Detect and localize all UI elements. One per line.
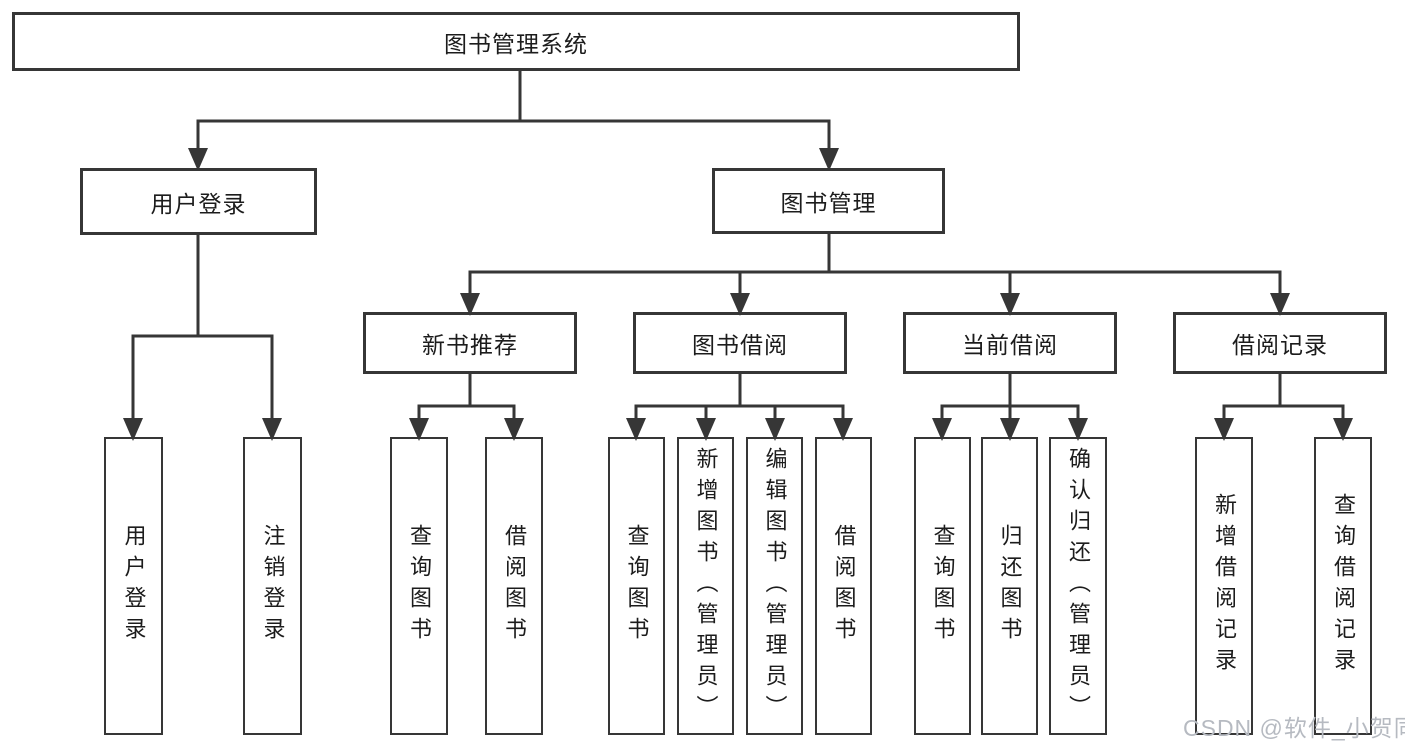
connector-book-management-to-level3 [460,234,1290,316]
node-label: 图书管理系统 [444,30,588,57]
leaf-label: 注销登录 [260,524,286,648]
leaf-label: 借阅图书 [831,524,857,648]
node-label: 新书推荐 [422,332,518,358]
leaf-cb-confirm-return-admin: 确认归还（管理员） [1049,437,1107,735]
leaf-bb-add-books-admin: 新增图书（管理员） [677,437,734,735]
leaf-bb-borrow-books: 借阅图书 [815,437,872,735]
connector-current-borrowing-to-leaves [932,374,1088,441]
leaf-label: 新增图书（管理员） [693,446,719,726]
leaf-nb-query-books: 查询图书 [390,437,448,735]
node-label: 借阅记录 [1232,332,1328,358]
node-user-login: 用户登录 [80,168,317,235]
connector-borrowing-records-to-leaves [1214,374,1353,441]
node-label: 图书借阅 [692,332,788,358]
leaf-cb-query-books: 查询图书 [914,437,971,735]
node-current-borrowing: 当前借阅 [903,312,1117,374]
leaf-label: 查询图书 [624,524,650,648]
connector-user-login-to-leaves [123,235,282,441]
leaf-label: 借阅图书 [502,524,527,648]
leaf-user-login: 用户登录 [104,437,163,735]
leaf-label: 确认归还（管理员） [1066,446,1091,726]
leaf-label: 查询借阅记录 [1331,493,1356,679]
leaf-bb-edit-books-admin: 编辑图书（管理员） [746,437,803,735]
node-label: 用户登录 [150,190,247,217]
leaf-br-query-record: 查询借阅记录 [1314,437,1372,735]
leaf-br-add-record: 新增借阅记录 [1195,437,1253,735]
node-book-management: 图书管理 [712,168,945,234]
connector-book-borrowing-to-leaves [626,374,853,441]
leaf-label: 新增借阅记录 [1212,493,1237,679]
node-book-borrowing: 图书借阅 [633,312,847,374]
leaf-label: 归还图书 [997,524,1023,648]
leaf-cb-return-books: 归还图书 [981,437,1038,735]
connector-root-to-level2 [188,71,839,171]
node-label: 图书管理 [780,190,877,216]
node-label: 当前借阅 [962,332,1058,358]
node-borrowing-records: 借阅记录 [1173,312,1387,374]
leaf-nb-borrow-books: 借阅图书 [485,437,543,735]
leaf-logout-login: 注销登录 [243,437,302,735]
leaf-label: 查询图书 [407,524,432,648]
node-root-library-system: 图书管理系统 [12,12,1020,71]
csdn-watermark: CSDN @软件_小贺同学 [1183,715,1405,741]
node-new-book-recommend: 新书推荐 [363,312,577,374]
leaf-bb-query-books: 查询图书 [608,437,665,735]
leaf-label: 编辑图书（管理员） [762,446,788,726]
connector-new-book-recommend-to-leaves [409,374,524,441]
leaf-label: 查询图书 [930,524,956,648]
leaf-label: 用户登录 [121,524,147,648]
